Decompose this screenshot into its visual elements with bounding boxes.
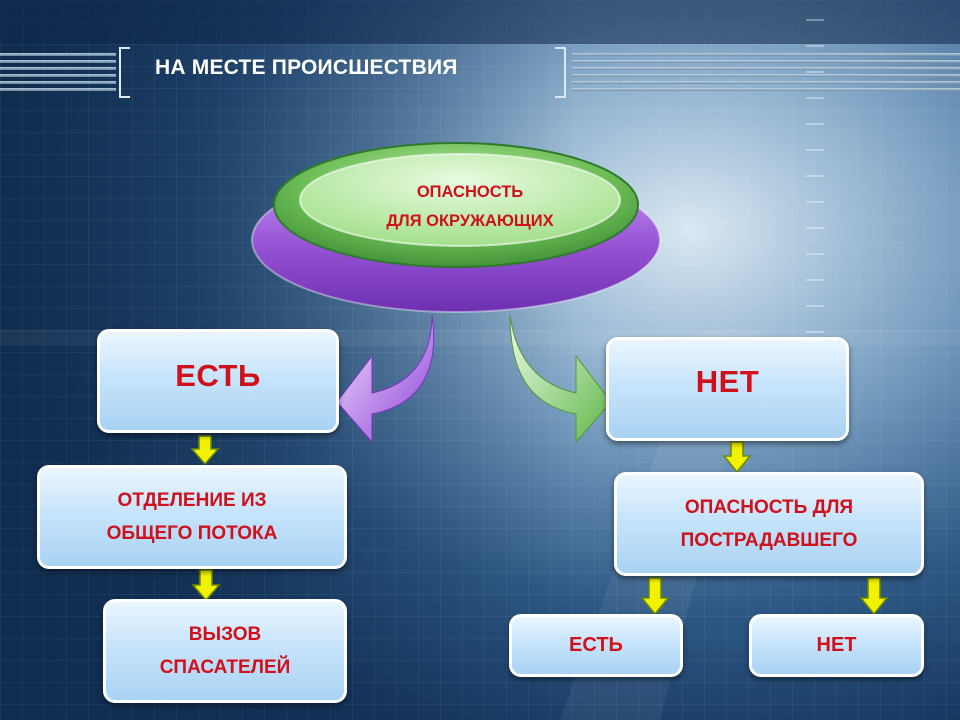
victim-danger-yes-box: ЕСТЬ [509,614,683,677]
separate-from-flow-box: ОТДЕЛЕНИЕ ИЗ ОБЩЕГО ПОТОКА [37,465,347,569]
root-ellipse-inner [299,153,621,247]
arrow-no-icon [509,314,612,444]
victim-danger-no-label: НЕТ [816,634,857,656]
root-question-line1: ОПАСНОСТЬ [416,183,524,201]
separate-line2: ОБЩЕГО ПОТОКА [106,523,278,544]
connector-arrow-icon [190,435,220,466]
root-question-line2: ДЛЯ ОКРУЖАЮЩИХ [386,212,554,230]
connector-arrow-icon [640,577,670,616]
victim-danger-yes-label: ЕСТЬ [569,634,623,656]
call-rescuers-line2: СПАСАТЕЛЕЙ [159,657,291,678]
root-question: ОПАСНОСТЬ ДЛЯ ОКРУЖАЮЩИХ [320,178,620,236]
page-title: НА МЕСТЕ ПРОИСШЕСТВИЯ [155,56,458,79]
call-rescuers-line1: ВЫЗОВ [188,624,262,645]
answer-yes-box: ЕСТЬ [97,329,339,433]
victim-danger-line1: ОПАСНОСТЬ ДЛЯ [684,497,854,518]
victim-danger-box: ОПАСНОСТЬ ДЛЯ ПОСТРАДАВШЕГО [614,472,924,576]
connector-arrow-icon [191,569,221,602]
victim-danger-line2: ПОСТРАДАВШЕГО [680,530,858,551]
victim-danger-no-box: НЕТ [749,614,924,677]
arrow-yes-icon [336,314,435,444]
answer-no-box: НЕТ [606,337,849,441]
call-rescuers-box: ВЫЗОВ СПАСАТЕЛЕЙ [103,599,347,703]
answer-yes-label: ЕСТЬ [175,358,261,393]
connector-arrow-icon [722,441,752,474]
connector-arrow-icon [859,577,889,616]
answer-no-label: НЕТ [695,364,760,399]
separate-line1: ОТДЕЛЕНИЕ ИЗ [117,490,267,511]
